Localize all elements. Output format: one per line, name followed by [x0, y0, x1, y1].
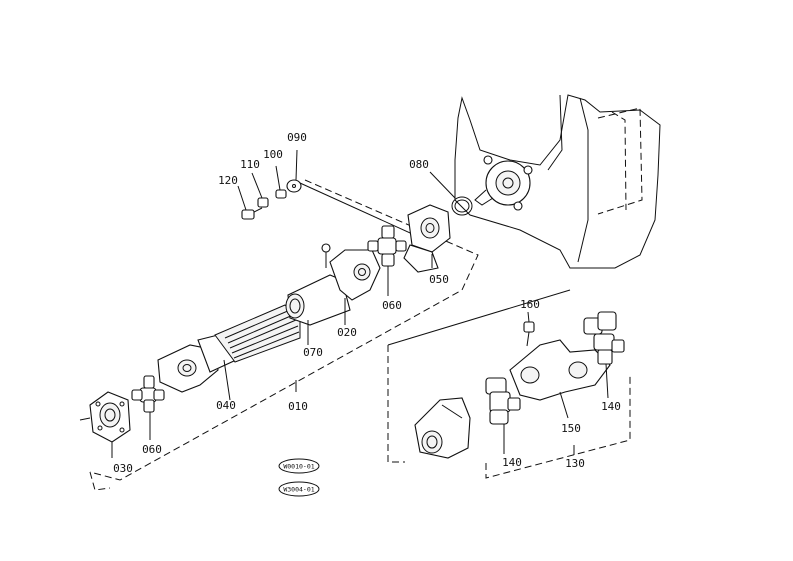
- label-060-left: 060: [142, 443, 162, 456]
- label-130: 130: [565, 457, 585, 470]
- label-010: 010: [288, 400, 308, 413]
- reference-tags: W0010-01 W3004-01: [278, 458, 320, 497]
- washer-090: [286, 149, 302, 193]
- tag-ellipse-2: [278, 481, 320, 497]
- label-100: 100: [263, 148, 283, 161]
- cross-060-left: [131, 375, 165, 440]
- assembly-130-outline: [387, 289, 631, 479]
- label-090: 090: [287, 131, 307, 144]
- label-060-middle: 060: [382, 299, 402, 312]
- yoke-020: [285, 249, 381, 345]
- bolt-160: [523, 311, 535, 347]
- yoke-050: [403, 204, 451, 273]
- label-030: 030: [113, 462, 133, 475]
- label-150: 150: [561, 422, 581, 435]
- part-070: [321, 243, 331, 268]
- label-020: 020: [337, 326, 357, 339]
- tag-w0010: W0010-01: [283, 463, 314, 471]
- tag-w3004: W3004-01: [283, 486, 314, 494]
- label-140-right: 140: [601, 400, 621, 413]
- label-040: 040: [216, 399, 236, 412]
- cross-140-left: [485, 377, 521, 454]
- cross-140-right: [583, 311, 625, 399]
- label-160: 160: [520, 298, 540, 311]
- yoke-150: [509, 339, 611, 419]
- engine-housing: [454, 94, 661, 269]
- callout-labels: 010 020 030 040 050 060 060 070 080 090 …: [113, 131, 621, 475]
- label-070: 070: [303, 346, 323, 359]
- flange-030: [79, 391, 131, 458]
- bolt-120: [237, 185, 263, 220]
- label-140-left: 140: [502, 456, 522, 469]
- label-080: 080: [409, 158, 429, 171]
- yoke-130-left: [414, 397, 471, 459]
- o-ring-080: [429, 171, 473, 216]
- label-110: 110: [240, 158, 260, 171]
- cross-060-middle: [367, 225, 407, 296]
- tag-ellipse-1: [278, 458, 320, 474]
- shaft-040: [157, 304, 301, 401]
- part-100: [275, 165, 287, 199]
- label-120: 120: [218, 174, 238, 187]
- label-050: 050: [429, 273, 449, 286]
- part-110: [251, 172, 269, 208]
